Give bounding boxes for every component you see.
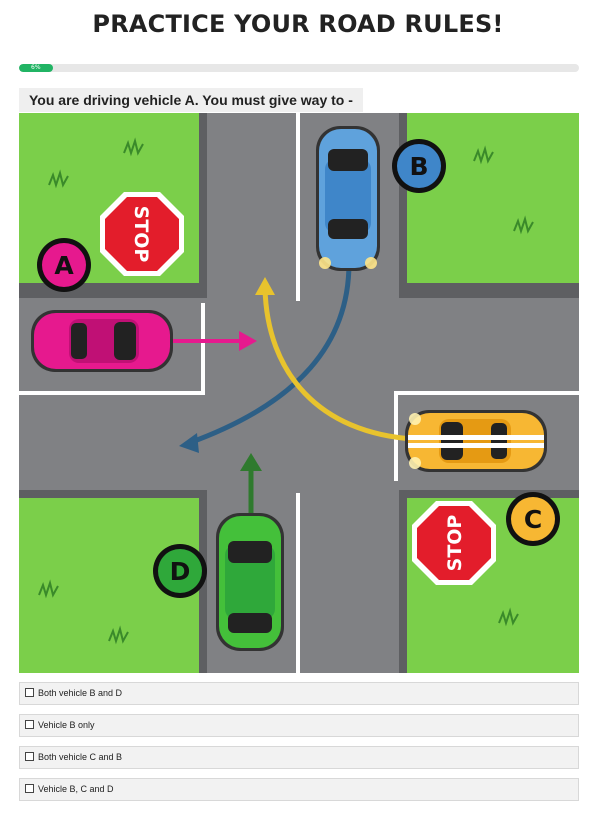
answer-label: Both vehicle C and B (38, 752, 123, 762)
progress-fill: 6% (19, 64, 53, 72)
grass-top-right (407, 113, 579, 283)
lane-line-top (296, 113, 300, 301)
lane-line-bottom (296, 493, 300, 673)
stop-sign-text: STOP (444, 515, 466, 572)
vehicle-a-badge: A (37, 238, 91, 292)
curb (19, 490, 207, 498)
stop-sign-bottom-right: STOP (412, 501, 496, 585)
vehicle-b-path (188, 262, 352, 446)
curb (399, 283, 579, 298)
curb (199, 113, 207, 298)
vehicle-a-label: A (54, 251, 74, 280)
vehicle-a-car (31, 310, 173, 372)
vehicle-b-badge: B (392, 139, 446, 193)
vehicle-b-arrowhead (179, 433, 199, 453)
page-title: PRACTICE YOUR ROAD RULES! (92, 10, 504, 38)
answer-option[interactable]: Both vehicle C and B (19, 746, 579, 769)
curb (399, 490, 579, 498)
vehicle-c-arrowhead (255, 277, 275, 295)
answer-checkbox[interactable] (25, 688, 34, 698)
vehicle-d-badge: D (153, 544, 207, 598)
vehicle-c-badge: C (506, 492, 560, 546)
stop-sign-top-left: STOP (100, 192, 184, 276)
progress-label: 6% (31, 64, 41, 71)
answer-checkbox[interactable] (25, 752, 34, 762)
question-text: You are driving vehicle A. You must give… (19, 88, 363, 112)
stop-line-right-lane (394, 391, 579, 395)
answer-label: Vehicle B, C and D (38, 784, 114, 794)
vehicle-c-label: C (524, 505, 542, 534)
curb (399, 113, 407, 298)
vehicle-d-label: D (170, 557, 191, 586)
vehicle-d-arrowhead (240, 453, 262, 471)
answer-label: Vehicle B only (38, 720, 95, 730)
grass-tufts (38, 137, 534, 645)
answer-option[interactable]: Both vehicle B and D (19, 682, 579, 705)
answer-checkbox[interactable] (25, 784, 34, 794)
progress-bar: 6% (19, 64, 579, 72)
vehicle-b-car (316, 126, 380, 271)
answer-label: Both vehicle B and D (38, 688, 123, 698)
answer-checkbox[interactable] (25, 720, 34, 730)
intersection-illustration: STOP STOP A B C D (19, 113, 579, 673)
vehicle-d-car (216, 513, 284, 651)
vehicle-a-arrowhead (239, 331, 257, 351)
vehicle-c-car (405, 410, 547, 472)
stop-sign-text: STOP (130, 206, 152, 263)
stop-line-left-lane (19, 391, 205, 395)
answer-option[interactable]: Vehicle B only (19, 714, 579, 737)
curb (399, 490, 407, 673)
vehicle-b-label: B (409, 152, 428, 181)
stop-line-left (201, 303, 205, 395)
vehicle-c-path (262, 287, 415, 442)
answer-option[interactable]: Vehicle B, C and D (19, 778, 579, 801)
